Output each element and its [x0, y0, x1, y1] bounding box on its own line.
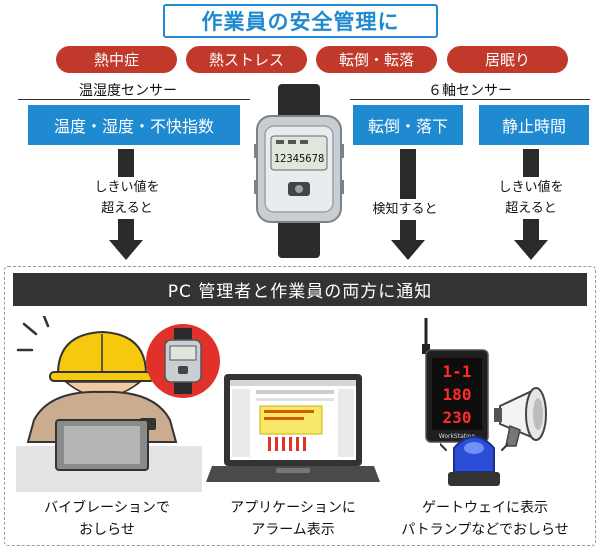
condition-right-line-2: 超えると	[505, 201, 557, 216]
condition-left-line-2: 超えると	[101, 201, 153, 216]
left-section-divider	[18, 99, 250, 100]
middle-down-arrow-icon	[391, 240, 425, 260]
page-title: 作業員の安全管理に	[163, 4, 438, 38]
output-caption-vibration: バイブレーションで おしらせ	[12, 497, 202, 541]
worker-vibration-illustration	[16, 316, 202, 492]
condition-right: しきい値を 超えると	[481, 177, 581, 219]
output-caption-application-line-1: アプリケーションに	[230, 500, 356, 516]
condition-right-line-1: しきい値を	[498, 180, 564, 195]
signboard-row-3: 230	[443, 408, 472, 427]
condition-middle-line-1: 検知すると	[372, 202, 438, 217]
notify-banner: PC 管理者と作業員の両方に通知	[13, 273, 587, 306]
patrol-lamp-icon	[440, 436, 508, 486]
risk-pill-heat-stress: 熱ストレス	[186, 46, 307, 73]
condition-middle: 検知すると	[354, 199, 456, 220]
sensor-box-fall-drop: 転倒・落下	[353, 105, 463, 145]
right-section-divider	[350, 99, 590, 100]
signboard-row-1: 1-1	[443, 362, 472, 381]
worker-helmet-icon	[49, 330, 155, 382]
wristwatch-device-icon: 12345678	[254, 84, 344, 258]
sensor-box-temp-humidity: 温度・湿度・不快指数	[28, 105, 240, 145]
six-axis-sensor-label: ６軸センサー	[428, 83, 512, 99]
alert-lines-icon	[16, 316, 50, 352]
watch-display-text: 12345678	[274, 153, 325, 165]
notification-panel	[4, 266, 596, 546]
sensor-box-idle-time: 静止時間	[479, 105, 589, 145]
temp-humidity-sensor-label: 温湿度センサー	[79, 83, 177, 99]
risk-pill-heatstroke: 熱中症	[56, 46, 177, 73]
output-caption-application-line-2: アラーム表示	[251, 522, 335, 538]
megaphone-icon	[494, 387, 547, 447]
risk-pill-fall: 転倒・転落	[316, 46, 437, 73]
laptop-alarm-illustration	[206, 374, 380, 482]
signboard-row-2: 180	[443, 385, 472, 404]
output-caption-gateway: ゲートウェイに表示 パトランプなどでおしらせ	[378, 497, 592, 541]
output-caption-vibration-line-2: おしらせ	[79, 522, 135, 538]
output-caption-gateway-line-1: ゲートウェイに表示	[422, 500, 548, 516]
signboard-brand: WorkStation	[439, 433, 476, 440]
left-down-arrow-icon	[109, 240, 143, 260]
condition-left: しきい値を 超えると	[78, 177, 176, 219]
middle-flow-stem	[400, 149, 416, 241]
condition-left-line-1: しきい値を	[94, 180, 160, 195]
right-down-arrow-icon	[514, 240, 548, 260]
watch-zoom-circle	[146, 324, 220, 398]
output-caption-gateway-line-2: パトランプなどでおしらせ	[401, 522, 569, 538]
gateway-display-icon: 1-1 180 230 WorkStation	[422, 318, 489, 443]
alarm-markers	[268, 437, 306, 451]
output-caption-vibration-line-1: バイブレーションで	[44, 500, 170, 516]
output-caption-application: アプリケーションに アラーム表示	[200, 497, 386, 541]
risk-pill-drowsiness: 居眠り	[447, 46, 568, 73]
